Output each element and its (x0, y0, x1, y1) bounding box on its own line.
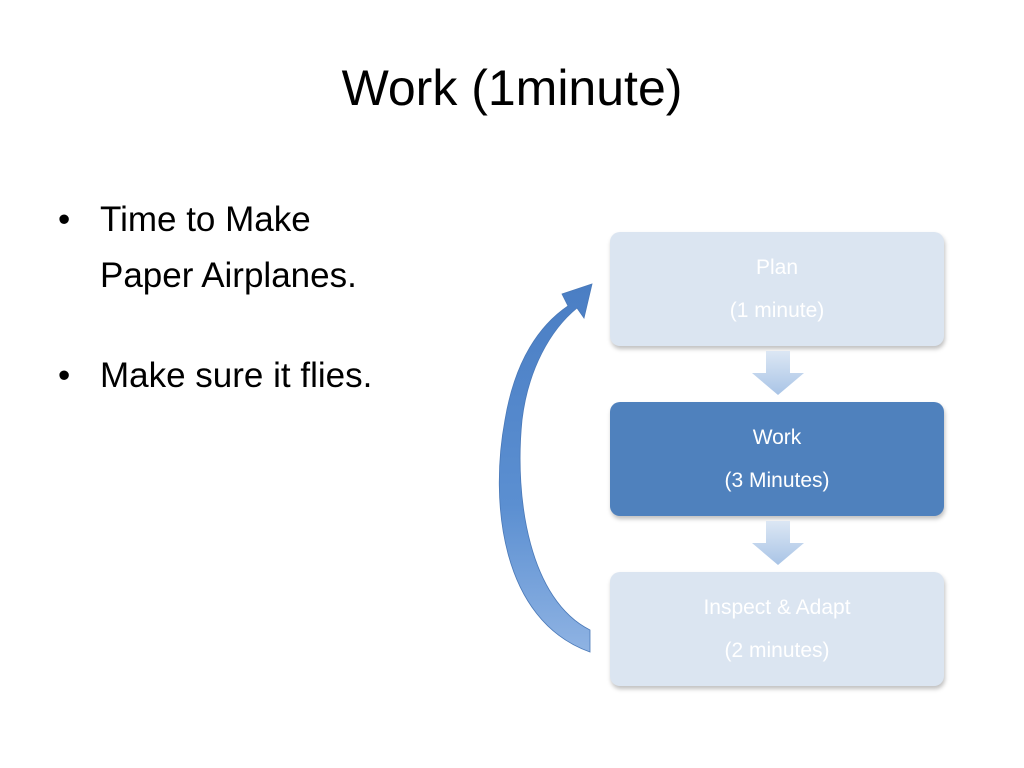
step-duration: (2 minutes) (724, 639, 830, 662)
step-name: Plan (755, 256, 799, 279)
bullet-text: Make sure it flies. (100, 356, 373, 395)
bullet-line: Paper Airplanes. (100, 256, 357, 295)
slide-title: Work (1minute) (341, 60, 683, 116)
bullet-item: • Time to Make Paper Airplanes. (58, 192, 478, 304)
step-inspect-adapt: Inspect & Adapt (2 minutes) (610, 572, 944, 686)
bullet-text: Time to Make Paper Airplanes. (100, 200, 357, 295)
step-plan: Plan (1 minute) (610, 232, 944, 346)
bullet-dot: • (58, 356, 71, 395)
step-name: Work (752, 426, 802, 449)
step-duration: (1 minute) (729, 299, 825, 322)
bullet-dot: • (58, 200, 71, 239)
down-arrow-icon (752, 521, 804, 565)
step-work: Work (3 Minutes) (610, 402, 944, 516)
step-name: Inspect & Adapt (703, 596, 851, 619)
bullet-line: Time to Make (100, 200, 311, 239)
curved-loop-arrow-icon (498, 283, 593, 653)
bullet-list: • Time to Make Paper Airplanes. • Make s… (58, 192, 478, 404)
step-duration: (3 Minutes) (724, 469, 830, 492)
down-arrow-icon (752, 351, 804, 395)
bullet-item: • Make sure it flies. (58, 348, 478, 404)
